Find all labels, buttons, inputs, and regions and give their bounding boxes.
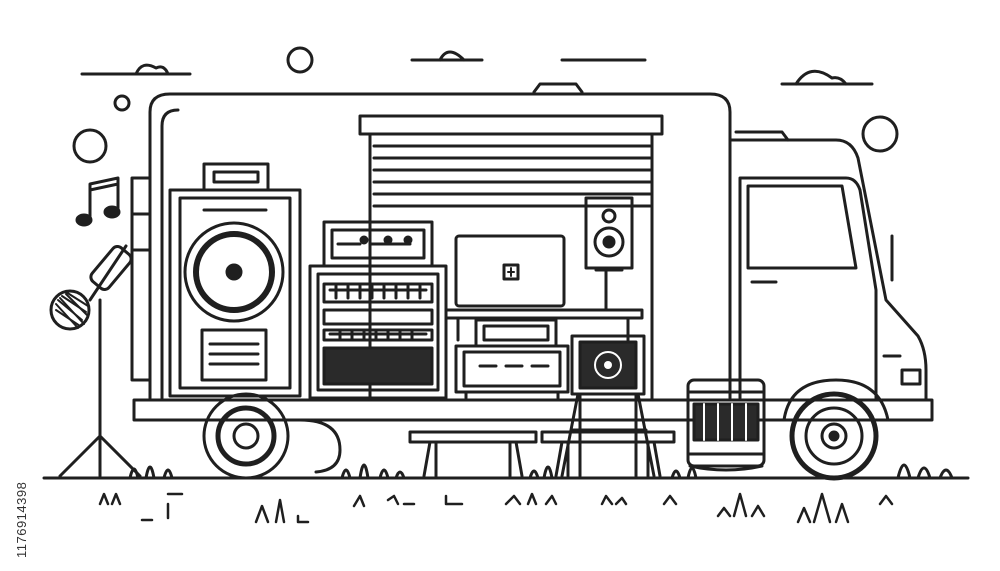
bench [408,430,538,478]
truck-cab [728,138,928,402]
microphone-icon [49,289,91,331]
music-note-icon [75,176,121,227]
laptop-screen [444,234,644,342]
bubble-icon [861,115,899,153]
truck-bed [132,398,934,422]
truck-box [148,92,732,400]
ground-marks [98,492,894,524]
cloud-icon [410,50,484,62]
bubble-icon [72,128,108,164]
woofer-icon [183,221,285,323]
front-wheel [782,378,890,481]
headlight [900,368,922,386]
stock-watermark-id: 1176914398 [12,330,32,560]
cloud-icon [780,69,874,86]
cloud-icon [80,63,192,76]
bubble-icon [113,94,131,112]
truck [130,82,934,422]
floor-speaker [560,334,656,478]
cab-door [738,176,878,400]
truck-roof-vent [532,82,584,94]
dj-deck [454,318,570,400]
stock-id-text: 1176914398 [14,481,29,558]
grass [128,463,954,480]
barrel [686,378,766,472]
studio-monitor [584,196,634,312]
truck-box-side-panel [130,176,152,382]
woofer-icon [593,226,625,258]
bench [540,430,676,478]
microphone-stand [49,244,142,478]
speaker-cabinet [168,162,302,398]
amplifier-rack [308,220,448,400]
rear-wheel [202,392,342,480]
cab-window [746,184,858,270]
sun-icon [286,46,314,74]
sky-decorations [72,46,899,164]
